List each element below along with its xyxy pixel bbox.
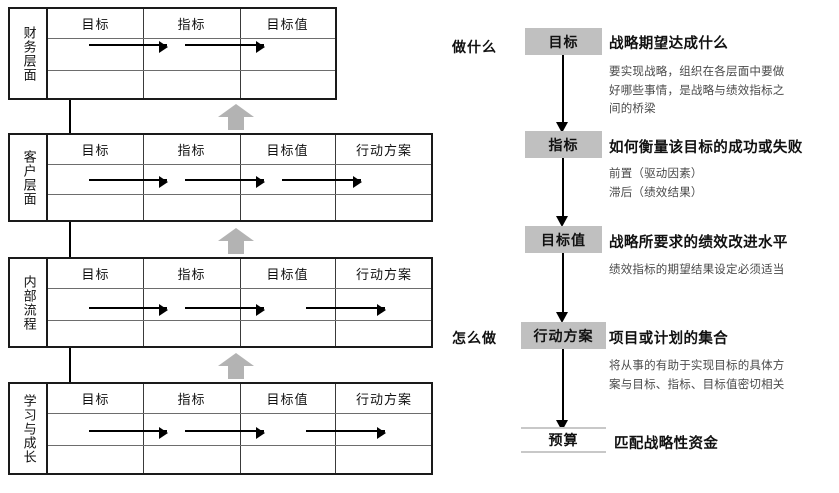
flow-desc-line: 将从事的有助于实现目标的具体方 bbox=[609, 358, 785, 372]
layer-link-up-arrow bbox=[218, 104, 254, 130]
bsc-col-divider bbox=[335, 259, 337, 346]
bsc-col-header: 指标 bbox=[177, 393, 206, 408]
bsc-col-header: 目标值 bbox=[266, 268, 309, 283]
bsc-row-divider bbox=[48, 320, 431, 322]
bsc-layer-internal-process: 内部流程 目标 指标 目标值 行动方案 bbox=[8, 257, 433, 348]
flow-box-initiative[interactable]: 行动方案 bbox=[521, 322, 606, 349]
bsc-flow-arrow bbox=[89, 304, 168, 316]
flow-desc-objective: 要实现战略，组织在各层面中要做 好哪些事情，是战略与绩效指标之 间的桥梁 bbox=[609, 62, 785, 118]
flow-desc-line: 绩效指标的期望结果设定必须适当 bbox=[609, 262, 785, 276]
flow-title-initiative: 项目或计划的集合 bbox=[609, 331, 729, 347]
flow-desc-line: 要实现战略，组织在各层面中要做 bbox=[609, 64, 785, 78]
bsc-col-header: 目标值 bbox=[266, 393, 309, 408]
bsc-row-divider bbox=[48, 288, 431, 290]
bsc-col-header: 目标 bbox=[81, 268, 110, 283]
flow-side-label-what: 做什么 bbox=[452, 40, 497, 56]
bsc-col-header: 目标 bbox=[81, 18, 110, 33]
bsc-col-header: 行动方案 bbox=[355, 268, 412, 283]
bsc-col-header: 行动方案 bbox=[355, 393, 412, 408]
flow-connector-arrow bbox=[562, 55, 565, 123]
bsc-layer-financial: 财务层面 目标 指标 目标值 bbox=[8, 7, 337, 100]
layer-link-up-arrow bbox=[218, 228, 254, 254]
bsc-col-divider bbox=[143, 135, 145, 220]
bsc-row-divider bbox=[48, 194, 431, 196]
flow-title-target: 战略所要求的绩效改进水平 bbox=[609, 235, 788, 251]
bsc-col-divider bbox=[240, 259, 242, 346]
bsc-flow-arrow bbox=[89, 41, 168, 53]
bsc-col-header: 目标值 bbox=[266, 18, 309, 33]
bsc-flow-arrow bbox=[306, 304, 386, 316]
bsc-col-divider bbox=[335, 384, 337, 473]
bsc-col-divider bbox=[335, 135, 337, 220]
bsc-flow-arrow bbox=[185, 176, 265, 188]
bsc-layer-learning-growth: 学习与成长 目标 指标 目标值 行动方案 bbox=[8, 382, 433, 475]
flow-title-measure: 如何衡量该目标的成功或失败 bbox=[609, 140, 803, 156]
flow-connector-arrowhead bbox=[556, 312, 568, 323]
flow-desc-line: 间的桥梁 bbox=[609, 101, 656, 116]
bsc-flow-arrow bbox=[306, 427, 386, 439]
bsc-flow-arrow bbox=[89, 427, 168, 439]
bsc-layer-label-learning-growth: 学习与成长 bbox=[20, 393, 36, 464]
flow-desc-line: 滞后（绩效结果） bbox=[609, 184, 703, 199]
bsc-layer-label-financial: 财务层面 bbox=[20, 25, 36, 82]
bsc-flow-arrow bbox=[282, 176, 362, 188]
bsc-col-divider bbox=[143, 9, 145, 98]
bsc-flow-arrow bbox=[185, 304, 265, 316]
bsc-layer-label-cell-internal-process: 内部流程 bbox=[10, 259, 48, 346]
bsc-col-header: 目标 bbox=[81, 393, 110, 408]
bsc-col-header: 行动方案 bbox=[355, 144, 412, 159]
flow-side-label-how: 怎么做 bbox=[452, 331, 497, 347]
flow-box-budget[interactable]: 预算 bbox=[521, 427, 606, 453]
flow-connector-arrowhead bbox=[556, 420, 568, 431]
bsc-row-divider bbox=[48, 445, 431, 447]
bsc-row-divider bbox=[48, 70, 335, 72]
bsc-row-divider bbox=[48, 413, 431, 415]
flow-desc-line: 案与目标、指标、目标值密切相关 bbox=[609, 376, 785, 391]
bsc-layer-label-cell-learning-growth: 学习与成长 bbox=[10, 384, 48, 473]
flow-desc-line: 前置（驱动因素） bbox=[609, 166, 703, 180]
bsc-flow-arrow bbox=[185, 41, 265, 53]
bsc-layer-customer: 客户层面 目标 指标 目标值 行动方案 bbox=[8, 133, 433, 222]
bsc-row-divider bbox=[48, 38, 335, 40]
bsc-flow-arrow bbox=[89, 176, 168, 188]
bsc-col-header: 指标 bbox=[177, 144, 206, 159]
flow-connector-arrowhead bbox=[556, 122, 568, 133]
bsc-col-divider bbox=[143, 384, 145, 473]
layer-link-up-arrow bbox=[218, 353, 254, 379]
bsc-layer-label-cell-customer: 客户层面 bbox=[10, 135, 48, 220]
flow-desc-measure: 前置（驱动因素） 滞后（绩效结果） bbox=[609, 164, 703, 201]
flow-title-objective: 战略期望达成什么 bbox=[609, 36, 729, 52]
bsc-row-divider bbox=[48, 164, 431, 166]
flow-box-target[interactable]: 目标值 bbox=[525, 226, 602, 253]
flow-connector-arrowhead bbox=[556, 216, 568, 227]
bsc-layer-label-internal-process: 内部流程 bbox=[20, 274, 36, 331]
flow-box-objective[interactable]: 目标 bbox=[525, 28, 602, 55]
flow-desc-initiative: 将从事的有助于实现目标的具体方 案与目标、指标、目标值密切相关 bbox=[609, 356, 785, 393]
flow-connector-arrow bbox=[562, 158, 565, 217]
flow-title-budget: 匹配战略性资金 bbox=[614, 436, 719, 452]
bsc-col-header: 指标 bbox=[177, 268, 206, 283]
flow-desc-target: 绩效指标的期望结果设定必须适当 bbox=[609, 260, 785, 279]
bsc-col-header: 目标 bbox=[81, 144, 110, 159]
bsc-flow-arrow bbox=[185, 427, 265, 439]
flow-desc-line: 好哪些事情，是战略与绩效指标之 bbox=[609, 82, 785, 97]
bsc-layer-label-cell-financial: 财务层面 bbox=[10, 9, 48, 98]
bsc-col-divider bbox=[143, 259, 145, 346]
flow-connector-arrow bbox=[562, 349, 565, 421]
bsc-col-divider bbox=[240, 9, 242, 98]
bsc-layer-label-customer: 客户层面 bbox=[20, 149, 36, 206]
bsc-col-divider bbox=[240, 384, 242, 473]
bsc-col-divider bbox=[240, 135, 242, 220]
flow-connector-arrow bbox=[562, 253, 565, 313]
bsc-col-header: 目标值 bbox=[266, 144, 309, 159]
bsc-col-header: 指标 bbox=[177, 18, 206, 33]
flow-box-measure[interactable]: 指标 bbox=[525, 131, 602, 158]
